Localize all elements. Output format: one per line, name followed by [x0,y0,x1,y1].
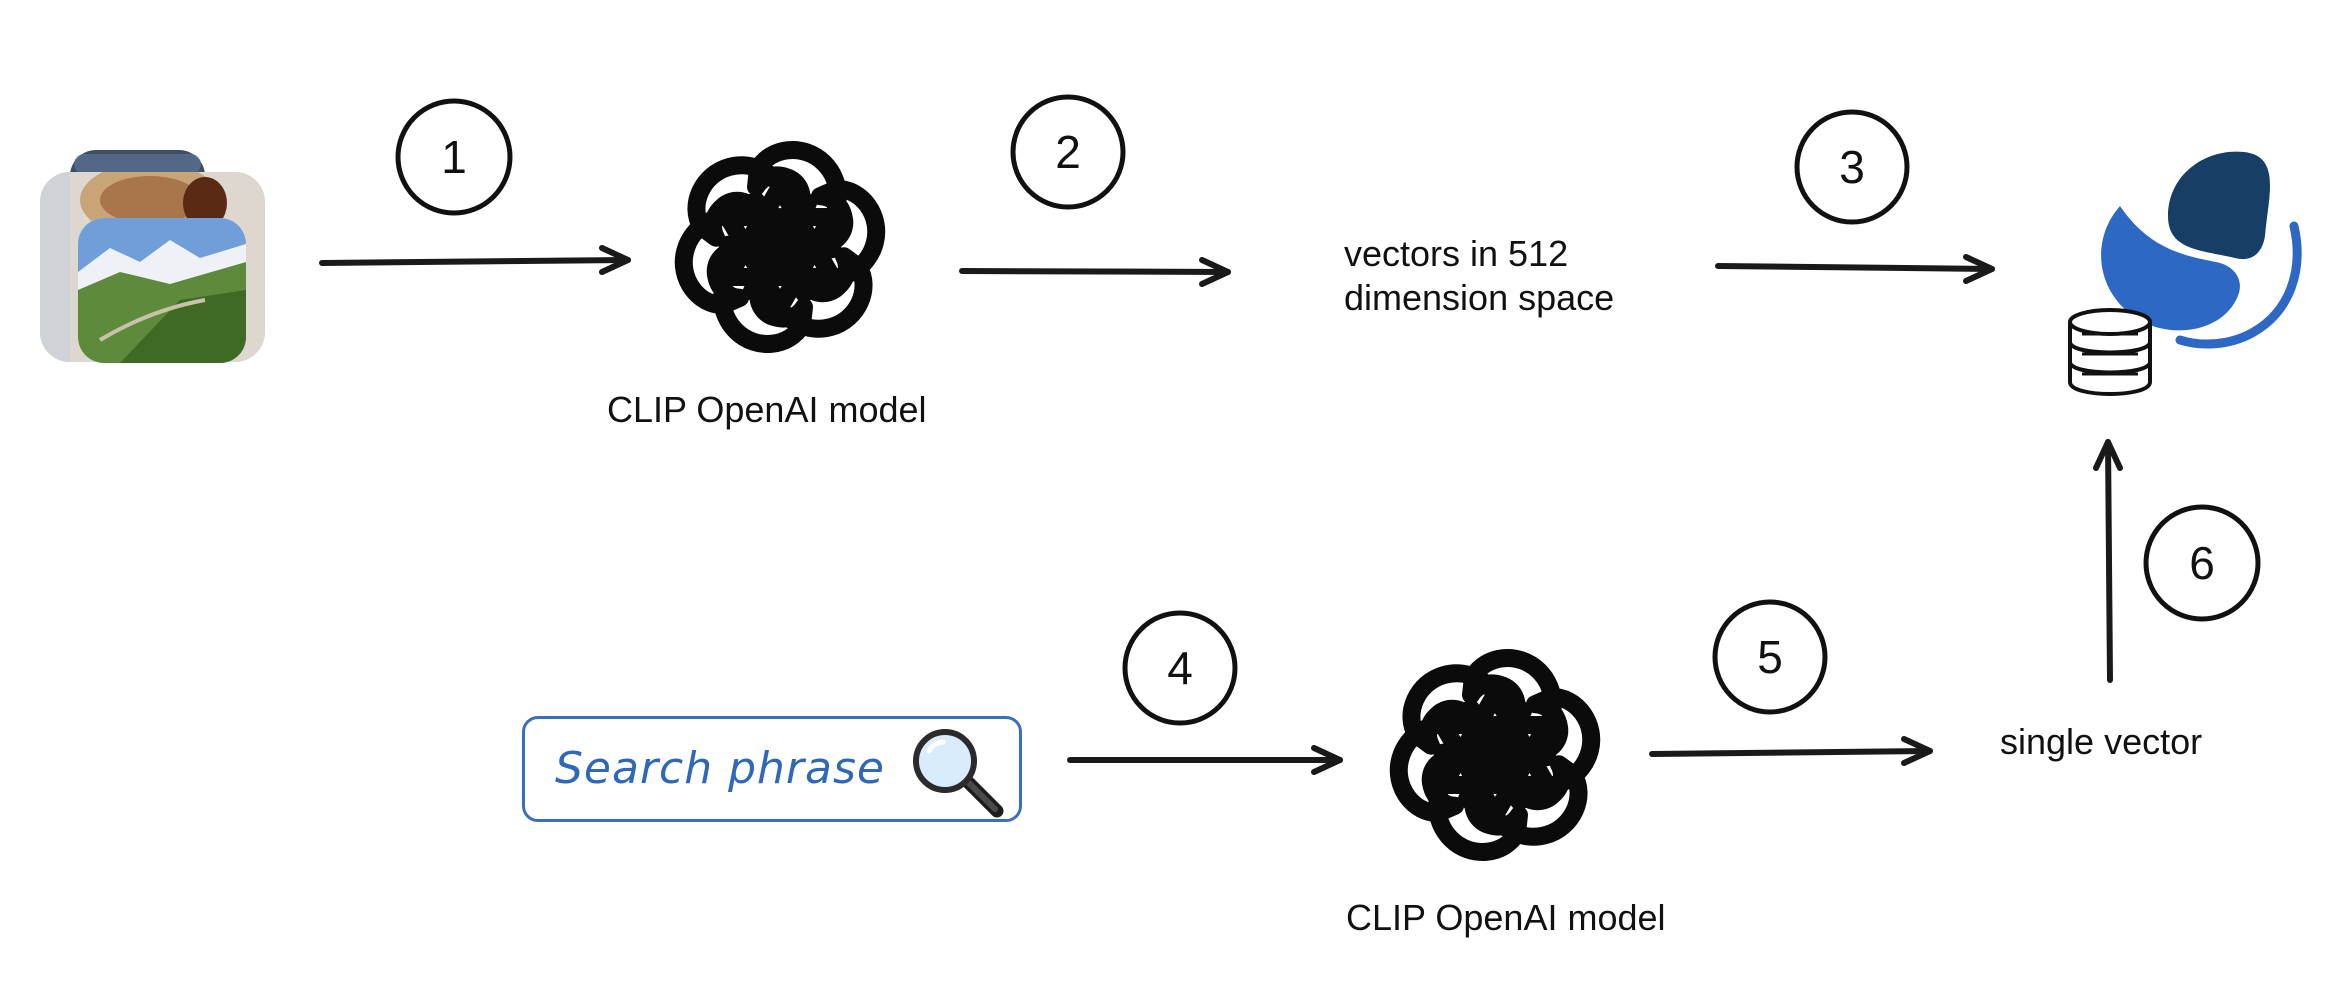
model-label-top: CLIP OpenAI model [607,389,927,430]
step-number-6: 6 [2189,537,2215,589]
step-number-1: 1 [441,131,467,183]
arrow-3 [1715,254,1995,284]
step-circle-6 [2143,504,2261,622]
arrow-5 [1649,736,1933,766]
step-circle-4 [1122,610,1238,726]
vectors-label-line1: vectors in 512 [1344,233,1569,274]
vectors-label-line2: dimension space [1344,277,1615,318]
step-number-5: 5 [1757,631,1783,683]
step-number-4: 4 [1167,642,1193,694]
vector-database-icon [2068,151,2302,396]
step-number-2: 2 [1055,126,1081,178]
model-label-bottom: CLIP OpenAI model [1346,897,1666,938]
step-circle-3 [1794,109,1910,225]
openai-logo-icon [667,148,893,345]
magnifying-glass-icon [913,729,1004,818]
search-phrase-text: Search phrase [555,743,885,794]
arrow-4 [1067,745,1343,775]
step-number-3: 3 [1839,141,1865,193]
arrow-2 [959,257,1231,287]
photo-stack-icon [40,150,265,363]
step-circle-5 [1712,599,1828,715]
openai-logo-icon [1382,656,1608,853]
step-circle-2 [1010,94,1126,210]
search-box[interactable]: Search phrase [522,716,1022,822]
arrow-1 [319,245,631,275]
single-vector-label: single vector [2000,721,2203,762]
step-circle-1 [395,98,513,216]
arrow-6 [2093,439,2123,683]
